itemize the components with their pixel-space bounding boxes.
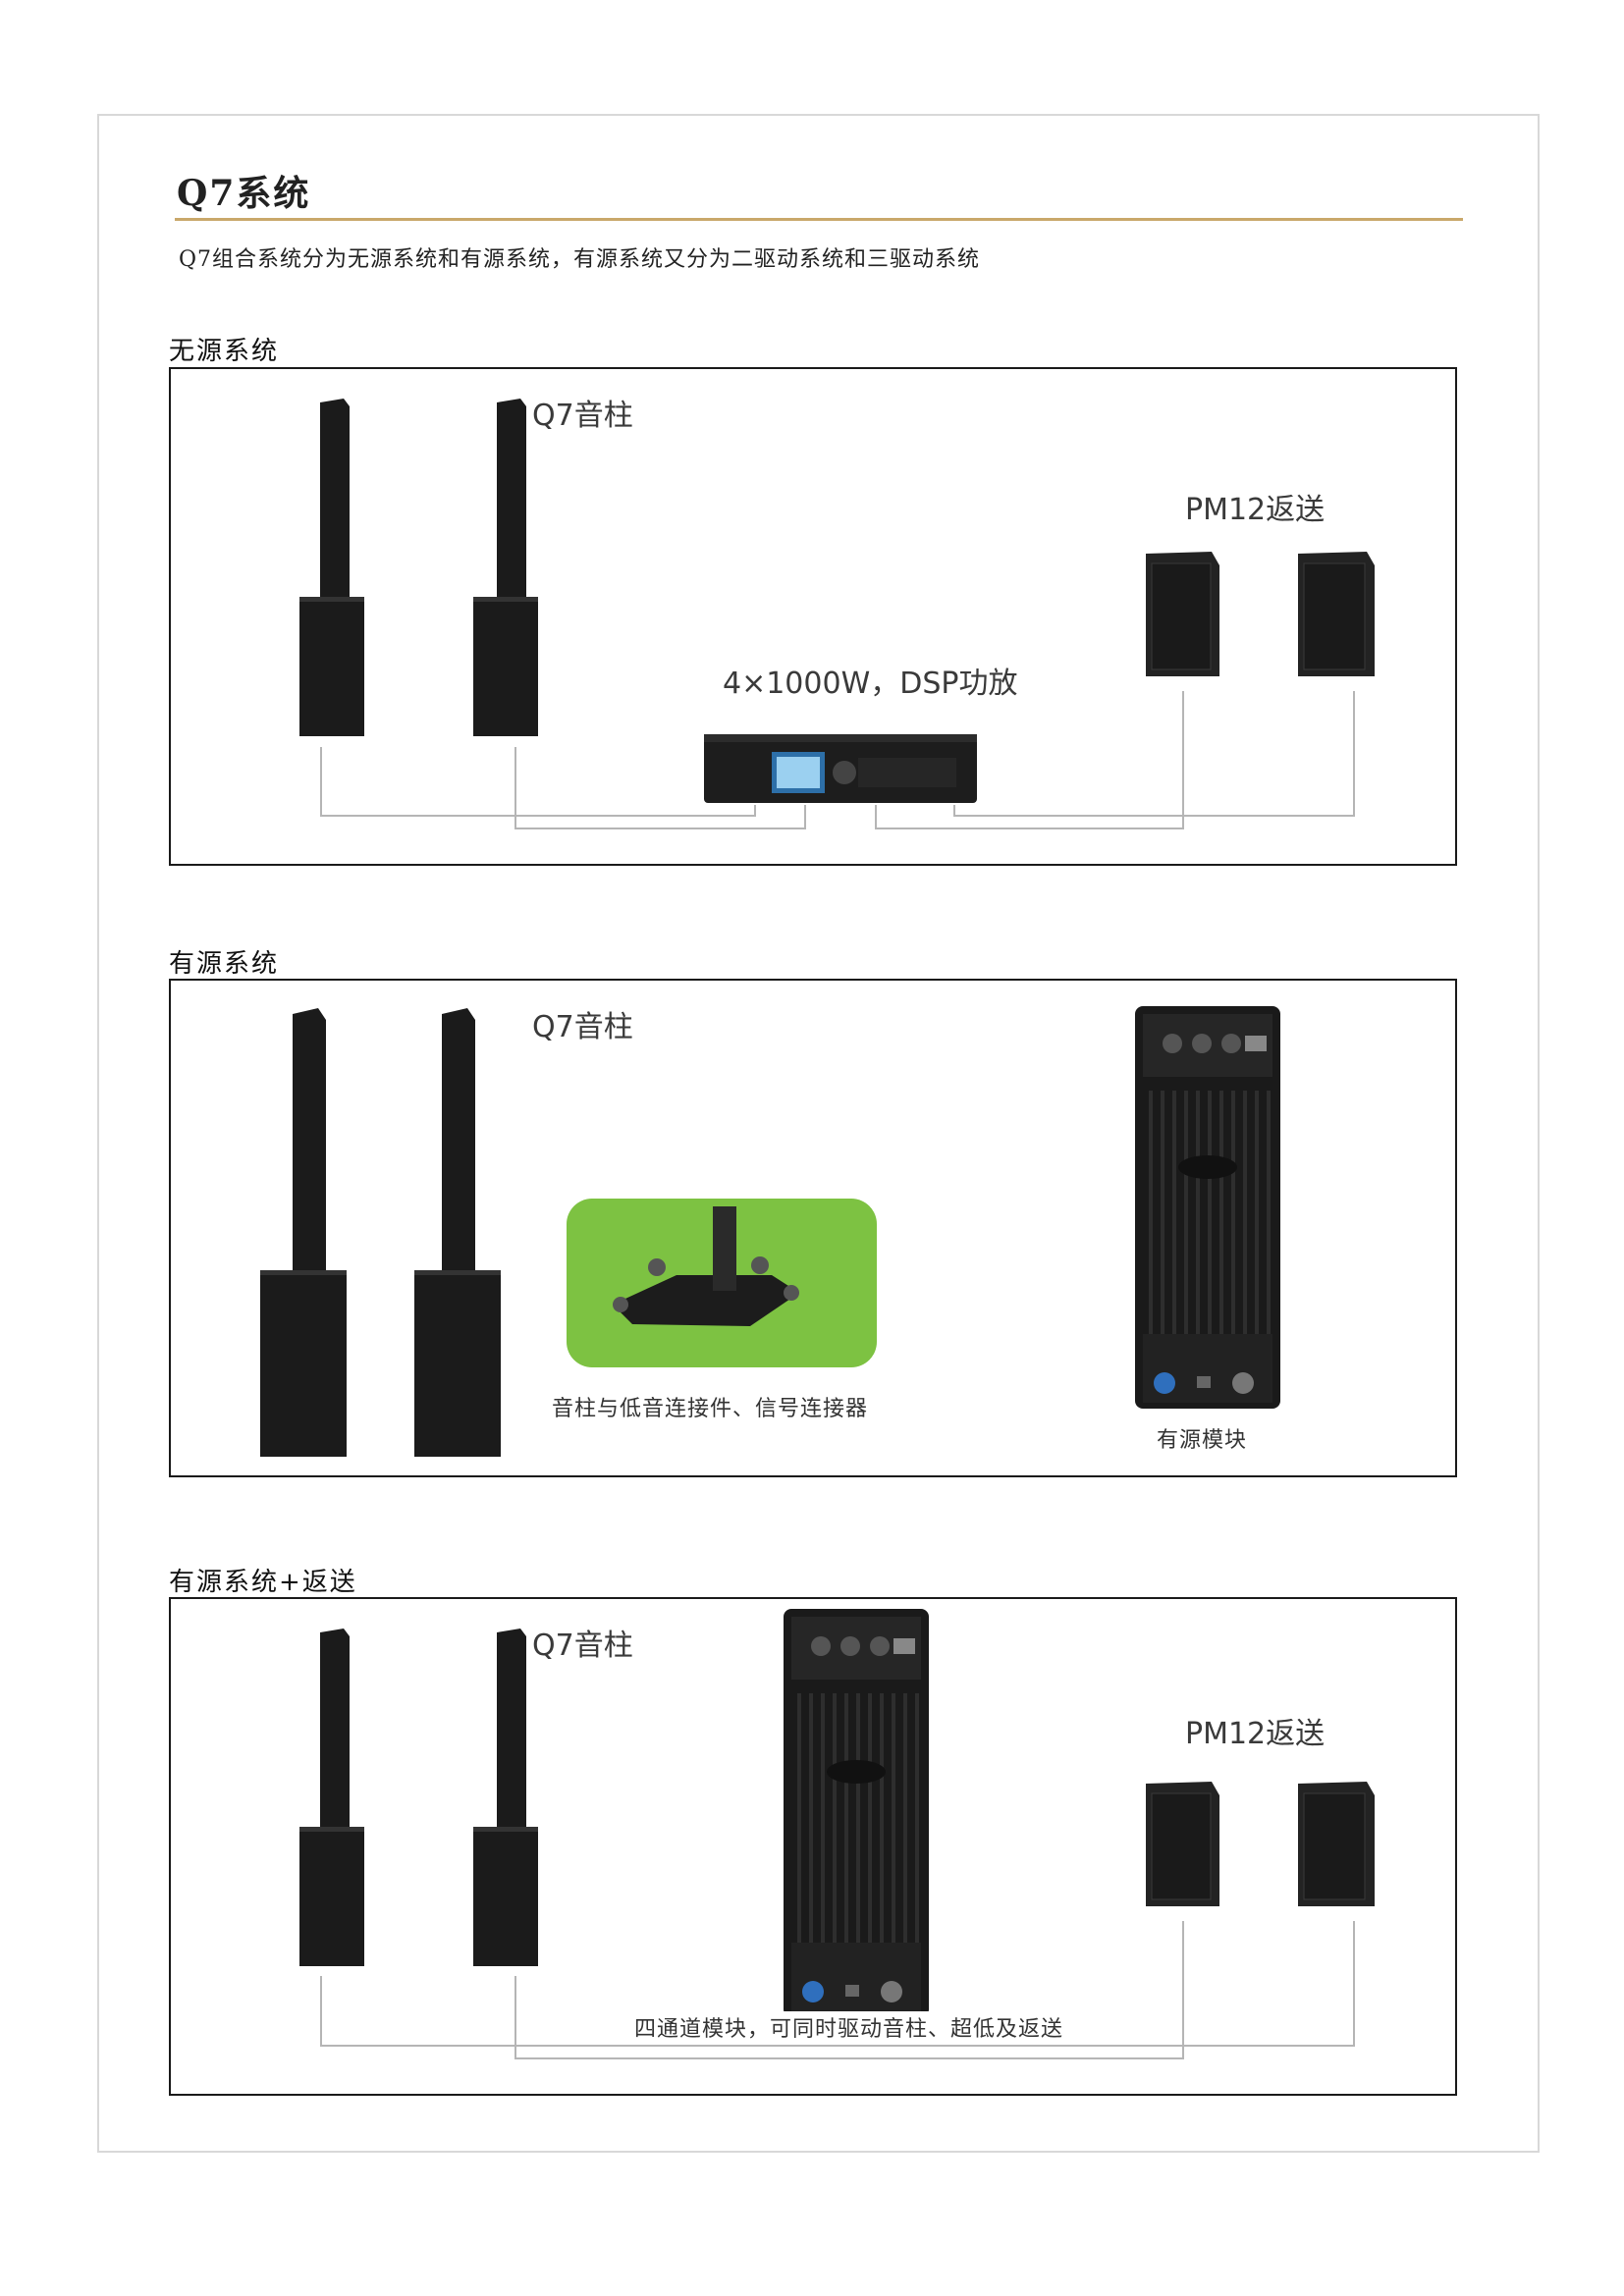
active-monitor-system-diagram [299, 1609, 1375, 2059]
q7-column-speaker [414, 1008, 501, 1457]
intro-text: Q7组合系统分为无源系统和有源系统，有源系统又分为二驱动系统和三驱动系统 [179, 247, 981, 272]
connector-caption: 音柱与低音连接件、信号连接器 [552, 1397, 869, 1421]
dsp-amplifier [704, 734, 977, 803]
q7-column-speaker [473, 399, 538, 736]
connector-image [567, 1199, 877, 1367]
q7-column-label: Q7音柱 [532, 399, 633, 433]
title-divider [175, 218, 1463, 221]
active-system-panel: Q7音柱 音柱与低音连接件、信号连接器 有源模块 [169, 979, 1457, 1477]
q7-column-speaker [299, 1629, 364, 1966]
active-monitor-system-panel: Q7音柱 PM12返送 四通道模块，可同时驱动音柱、超低及返送 [169, 1597, 1457, 2096]
passive-system-diagram [299, 399, 1375, 829]
four-channel-module-image [784, 1609, 929, 2017]
q7-column-speaker [473, 1629, 538, 1966]
active-module-image [1135, 1006, 1280, 1409]
section-label-active: 有源系统 [169, 949, 280, 979]
page-frame [97, 114, 1540, 2153]
pm12-monitor-speaker [1146, 552, 1219, 676]
passive-system-panel: Q7音柱 PM12返送 4×1000W，DSP功放 [169, 367, 1457, 866]
section-label-active-monitor: 有源系统+返送 [169, 1568, 357, 1597]
page-title: Q7系统 [177, 173, 311, 214]
active-system-diagram [260, 1006, 1280, 1457]
section-label-passive: 无源系统 [169, 337, 280, 366]
cable-lines [320, 691, 1355, 829]
pm12-monitor-speaker [1298, 552, 1375, 676]
q7-column-label: Q7音柱 [532, 1629, 633, 1663]
q7-column-speaker [299, 399, 364, 736]
q7-column-speaker [260, 1008, 347, 1457]
q7-column-label: Q7音柱 [532, 1010, 633, 1044]
cable-lines [320, 1921, 1355, 2059]
amplifier-label: 4×1000W，DSP功放 [723, 667, 1018, 701]
four-channel-module-caption: 四通道模块，可同时驱动音柱、超低及返送 [632, 2011, 1066, 2043]
pm12-monitor-label: PM12返送 [1185, 493, 1326, 527]
pm12-monitor-label: PM12返送 [1185, 1717, 1326, 1751]
pm12-monitor-speaker [1146, 1782, 1219, 1906]
pm12-monitor-speaker [1298, 1782, 1375, 1906]
active-module-caption: 有源模块 [1157, 1428, 1248, 1453]
